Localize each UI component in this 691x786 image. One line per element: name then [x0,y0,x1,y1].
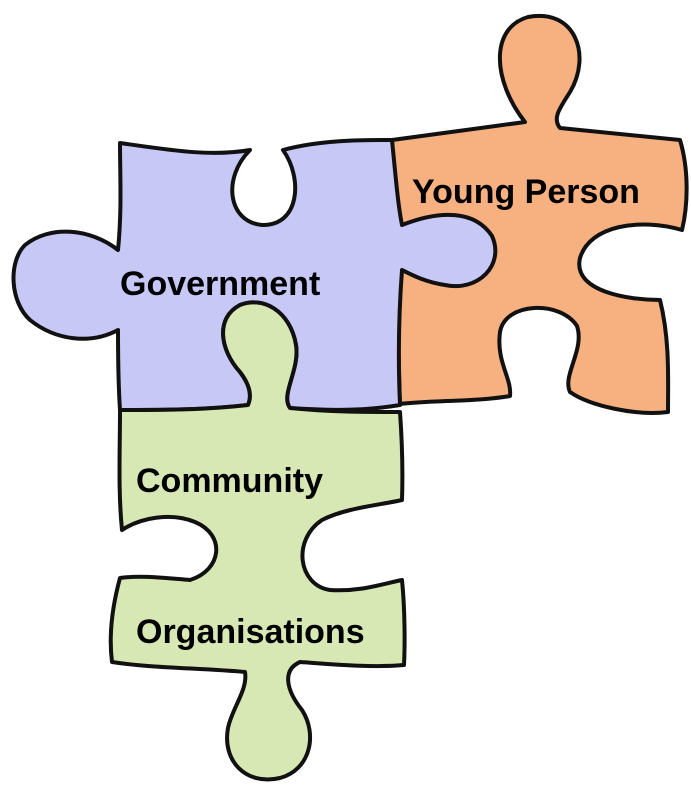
young-person-piece [390,13,689,415]
organisations-label: Organisations [136,613,365,651]
government-label: Government [120,265,320,303]
community-label: Community [136,462,323,500]
community-piece [108,300,407,782]
young-person-label: Young Person [412,173,640,211]
